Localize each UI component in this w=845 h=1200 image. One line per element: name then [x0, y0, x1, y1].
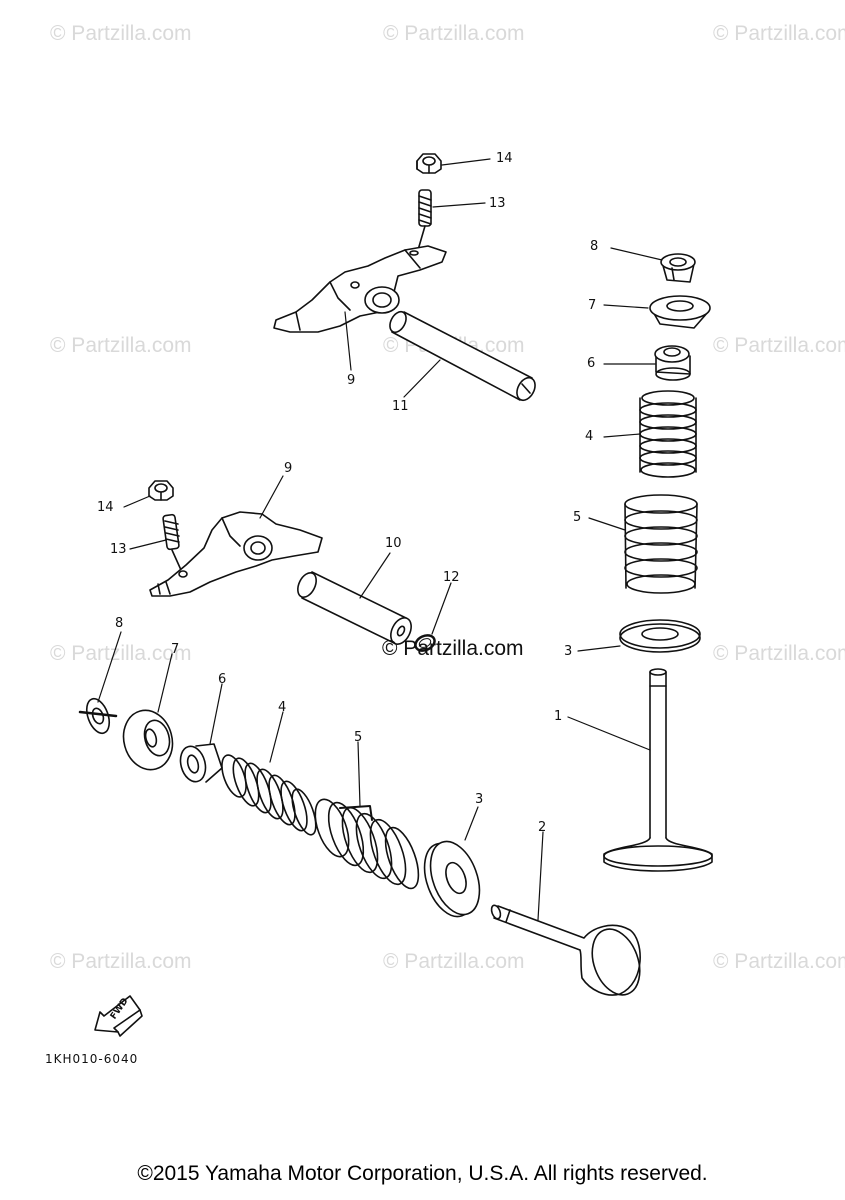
- callout-7: 7: [588, 298, 597, 313]
- callout-8: 8: [115, 616, 124, 631]
- callout-6: 6: [587, 356, 596, 371]
- callout-9: 9: [284, 461, 293, 476]
- callout-13: 13: [110, 542, 127, 557]
- callout-1: 1: [554, 709, 563, 724]
- lock-nut-upper: [416, 153, 442, 174]
- rocker-arm-lower: [149, 511, 323, 597]
- diagram-code: 1KH010-6040: [45, 1052, 139, 1066]
- watermark: © Partzilla.com: [383, 950, 525, 973]
- outer-valve-spring-right: [624, 494, 698, 594]
- watermark: © Partzilla.com: [713, 22, 845, 45]
- callout-4: 4: [585, 429, 594, 444]
- callout-14: 14: [97, 500, 114, 515]
- spring-seat-right: [619, 619, 701, 653]
- callout-10: 10: [385, 536, 402, 551]
- callout-4: 4: [278, 700, 287, 715]
- upper-rocker-arm-assembly: [273, 153, 536, 402]
- callout-11: 11: [392, 399, 409, 414]
- callout-8: 8: [590, 239, 599, 254]
- rocker-arm-upper: [273, 245, 447, 333]
- callout-13: 13: [489, 196, 506, 211]
- watermark: © Partzilla.com: [383, 22, 525, 45]
- callout-2: 2: [538, 820, 547, 835]
- spring-seat-left: [423, 840, 481, 918]
- valve-cotter-left: [78, 697, 118, 735]
- horizontal-valve-stack: [78, 697, 641, 996]
- rocker-shaft-upper: [389, 310, 536, 402]
- valve-oil-seal-left: [179, 743, 223, 783]
- inner-valve-spring-left: [221, 754, 317, 836]
- callout-5: 5: [573, 510, 582, 525]
- callout-3: 3: [564, 644, 573, 659]
- callout-12: 12: [443, 570, 460, 585]
- callout-6: 6: [218, 672, 227, 687]
- spring-retainer-right: [649, 295, 711, 329]
- adjusting-screw-lower: [162, 513, 182, 571]
- spring-retainer-left: [122, 709, 174, 771]
- callout-5: 5: [354, 730, 363, 745]
- watermark: © Partzilla.com: [713, 334, 845, 357]
- valve-oil-seal-right: [654, 345, 691, 381]
- inner-valve-spring-right: [639, 390, 697, 478]
- valve-cotter-right: [660, 253, 696, 283]
- watermark: © Partzilla.com: [50, 642, 192, 665]
- callout-3: 3: [475, 792, 484, 807]
- callout-14: 14: [496, 151, 513, 166]
- callout-9: 9: [347, 373, 356, 388]
- watermark: © Partzilla.com: [50, 334, 192, 357]
- rocker-shaft-lower: [297, 571, 412, 645]
- copyright-notice: ©2015 Yamaha Motor Corporation, U.S.A. A…: [137, 1162, 708, 1185]
- watermark: © Partzilla.com: [50, 22, 192, 45]
- valve-right: [603, 668, 713, 872]
- o-ring: [414, 634, 436, 652]
- leader-lines: [97, 158, 663, 921]
- adjusting-screw-upper: [417, 189, 432, 251]
- valve-left: [490, 904, 641, 996]
- fwd-arrow-icon: [94, 995, 143, 1037]
- watermark: © Partzilla.com: [713, 950, 845, 973]
- callout-7: 7: [171, 642, 180, 657]
- vertical-valve-stack: [603, 253, 713, 872]
- outer-valve-spring-left: [314, 798, 420, 890]
- lock-nut-lower: [148, 480, 174, 501]
- watermark: © Partzilla.com: [713, 642, 845, 665]
- lower-rocker-arm-assembly: [148, 480, 436, 652]
- center-watermark: © Partzilla.com: [382, 637, 524, 660]
- watermark: © Partzilla.com: [50, 950, 192, 973]
